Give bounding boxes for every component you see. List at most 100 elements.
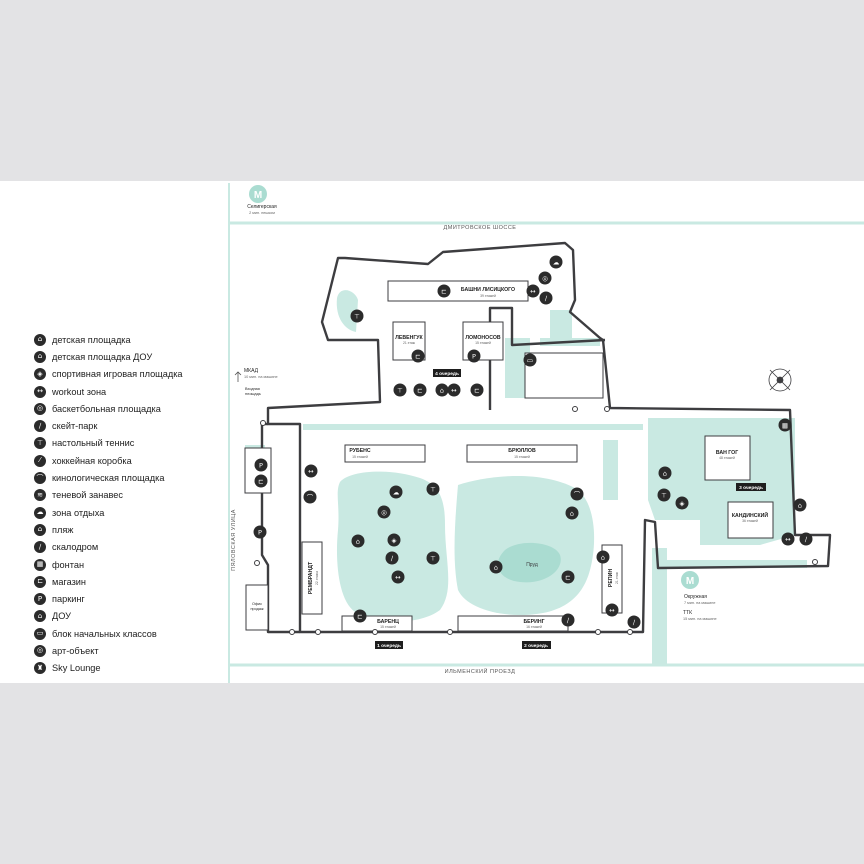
building-rembrandt[interactable] [301,541,323,615]
legend-item-label: кинологическая площадка [52,473,165,484]
north-green-b [550,310,572,340]
sports-ground-icon[interactable]: ◈ [387,533,401,547]
legend-item-label: ДОУ [52,611,72,622]
workout-icon[interactable]: ↔ [781,532,795,546]
ttk-label: ТТК 15 мин. на машине [683,610,717,621]
dog-area-icon[interactable]: ⌒ [303,490,317,504]
icon-glyph: ◈ [392,536,397,544]
icon-glyph: ⊤ [430,485,436,493]
workout-icon[interactable]: ↔ [304,464,318,478]
rest-zone-icon[interactable]: ☁ [549,255,563,269]
basketball-icon[interactable]: ◎ [377,505,391,519]
ttk-note: 15 мин. на машине [683,617,717,621]
kindergarten-playground-icon[interactable]: ⌂ [596,550,610,564]
parking-icon[interactable]: P [253,525,267,539]
skatepark-icon[interactable]: ∕ [561,613,575,627]
icon-circle [549,255,563,269]
rest-zone-icon[interactable]: ☁ [389,485,403,499]
skatepark-icon[interactable]: ∕ [539,291,553,305]
workout-icon[interactable]: ↔ [391,570,405,584]
icon-glyph: ☁ [553,258,560,266]
legend-item: ♜Sky Lounge [34,660,224,677]
shop-icon[interactable]: ⊏ [413,383,427,397]
label-bering-name: БЕРИНГ [523,619,544,625]
icon-glyph: ◈ [680,499,685,507]
beach-icon[interactable]: ⌂ [489,560,503,574]
compass-icon [768,368,792,392]
parking-icon[interactable]: P [254,458,268,472]
shop-icon[interactable]: ⊏ [411,349,425,363]
playground-icon[interactable]: ⌂ [793,498,807,512]
building-north-block [524,352,604,399]
table-tennis-icon[interactable]: ⊤ [426,551,440,565]
metro-seligerskaya-letter: М [254,190,262,201]
shop-icon[interactable]: ⊏ [353,609,367,623]
legend-item-label: скейт-парк [52,421,98,432]
kindergarten-playground-icon[interactable]: ⌂ [351,534,365,548]
building-bering[interactable] [457,615,569,632]
icon-circle [539,291,553,305]
icon-glyph: ⌂ [663,469,667,477]
icon-glyph: P [472,352,476,360]
legend-item-label: детская площадка [52,334,131,345]
metro-okruzhnaya-marker[interactable]: М Окружная 7 мин. на машине [681,571,715,605]
climbing-wall-icon[interactable]: ∕ [627,615,641,629]
workout-icon[interactable]: ↔ [605,603,619,617]
workout-icon[interactable]: ↔ [447,383,461,397]
table-tennis-icon: ⊤ [34,437,46,450]
building-vangog[interactable] [704,435,751,481]
building-kandinsky[interactable] [727,501,774,539]
table-tennis-icon[interactable]: ⊤ [393,383,407,397]
icon-circle [393,383,407,397]
fountain-icon[interactable]: ▦ [778,418,792,432]
legend-item: ⊏магазин [34,573,224,590]
beach-icon[interactable]: ⌂ [565,506,579,520]
workout-icon[interactable]: ↔ [526,284,540,298]
beach-icon[interactable]: ⌂ [435,383,449,397]
shop-icon[interactable]: ⊏ [470,383,484,397]
phase4-tag-bg [433,369,461,377]
legend-item: ⁄хоккейная коробка [34,452,224,469]
icon-glyph: ⌂ [356,537,360,545]
table-tennis-icon[interactable]: ⊤ [657,488,671,502]
building-sales-office[interactable] [245,584,269,631]
building-labels: БАШНИ ЛИСИЦКОГО 39 этажей ЛЕВЕНГУК 21 эт… [245,287,768,629]
icon-circle [538,271,552,285]
icon-glyph: ∕ [391,554,394,562]
climbing-wall-icon[interactable]: ∕ [385,551,399,565]
icon-glyph: ⌂ [798,501,802,509]
icon-glyph: ∕ [633,618,636,626]
parking-icon[interactable]: P [467,349,481,363]
icon-glyph: ∕ [567,616,570,624]
shop-icon[interactable]: ⊏ [437,284,451,298]
kindergarten-playground-icon[interactable]: ⌂ [658,466,672,480]
table-tennis-icon[interactable]: ⊤ [426,482,440,496]
table-tennis-icon[interactable]: ⊤ [350,309,364,323]
kindergarten-icon: ⌂ [34,610,46,623]
label-office-line1: Офис [252,602,262,606]
sports-ground-icon[interactable]: ◈ [675,496,689,510]
legend-item: ∕скалодром [34,539,224,556]
building-bryullov[interactable] [466,444,578,463]
legend-item: ⌂детская площадка [34,331,224,348]
label-entrance-line2: площадь [245,392,261,396]
metro-seligerskaya-marker[interactable]: М Селигерская 2 мин. пешком [247,185,277,215]
shop-icon[interactable]: ⊏ [561,570,575,584]
icon-glyph: ▭ [527,356,533,364]
skatepark-icon[interactable]: ∕ [799,532,813,546]
icon-circle [413,383,427,397]
icon-circle [627,615,641,629]
label-levenguk-name: ЛЕВЕНГУК [395,335,423,341]
legend-item: ◈спортивная игровая площадка [34,366,224,383]
art-object-icon[interactable]: ◎ [538,271,552,285]
dog-area-icon[interactable]: ⌒ [570,487,584,501]
shop-icon[interactable]: ⊏ [254,474,268,488]
icon-glyph: ⌂ [570,509,574,517]
school-block-icon[interactable]: ▭ [523,353,537,367]
legend-item: ◎баскетбольная площадка [34,400,224,417]
building-rubens[interactable] [344,444,426,463]
icon-circle [570,487,584,501]
legend-item: ⊤настольный теннис [34,435,224,452]
legend-item-label: блок начальных классов [52,628,157,639]
